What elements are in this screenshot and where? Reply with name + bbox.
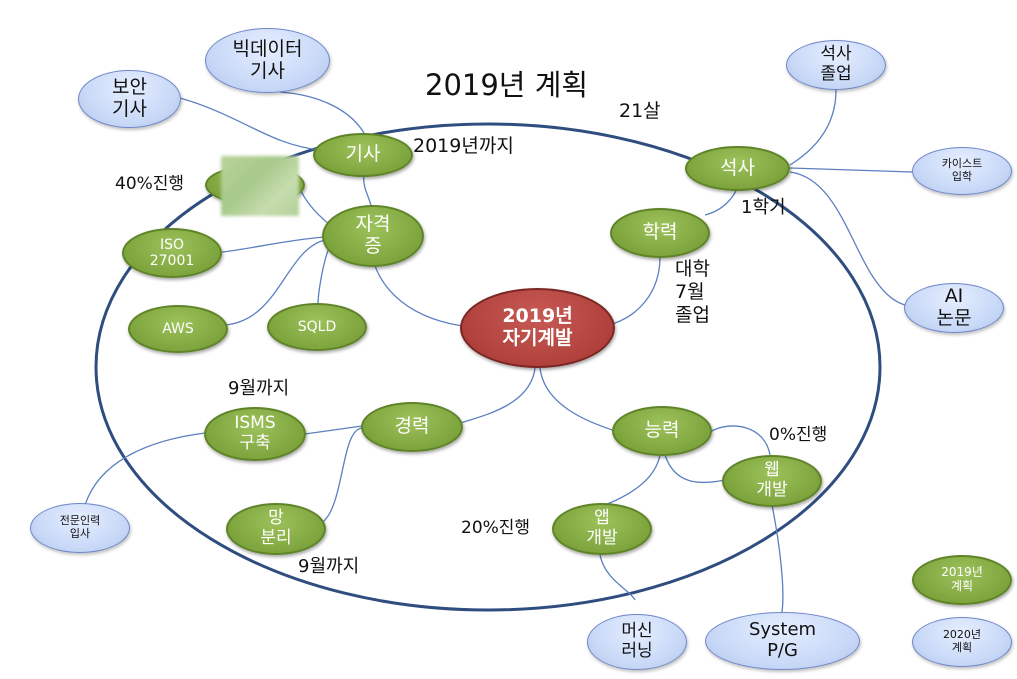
plan-ring (94, 122, 882, 612)
legend-plan-2020: 2020년 계획 (912, 617, 1012, 667)
node-security[interactable]: 보안 기사 (78, 70, 181, 128)
link-masters-ai (789, 171, 906, 306)
link-certificate-sqld (317, 244, 331, 306)
node-gisa[interactable]: 기사 (313, 133, 413, 177)
link-web-syspg (771, 504, 784, 613)
label-by-2019: 2019년까지 (413, 135, 514, 157)
plan-title: 2019년 계획 (425, 68, 589, 102)
node-sqld[interactable]: SQLD (267, 303, 367, 351)
label-until-september-isms: 9월까지 (228, 378, 290, 399)
link-ability-web (664, 454, 726, 484)
node-certificate[interactable]: 자격 증 (322, 205, 424, 267)
node-aws[interactable]: AWS (128, 305, 228, 353)
node-master-grad[interactable]: 석사 졸업 (786, 40, 886, 90)
node-syspg[interactable]: System P/G (705, 612, 860, 670)
link-masters-kaist (789, 167, 913, 173)
legend-plan-2019: 2019년 계획 (912, 555, 1012, 605)
link-gisa-security (179, 97, 321, 151)
label-university-graduation: 대학 7월 졸업 (675, 258, 710, 326)
link-center-ability (539, 367, 613, 431)
node-network[interactable]: 망 분리 (226, 503, 326, 555)
link-certificate-blurred (297, 184, 331, 226)
link-masters-master-grad (789, 89, 837, 166)
link-career-isms (304, 425, 363, 435)
link-ability-app (604, 454, 661, 506)
node-isms[interactable]: ISMS 구축 (204, 407, 306, 461)
label-until-september-network: 9월까지 (298, 556, 360, 577)
node-expert[interactable]: 전문인력 입사 (30, 503, 130, 553)
link-ability-web-loop (709, 425, 771, 456)
node-masters[interactable]: 석사 (685, 146, 790, 191)
link-certificate-iso (221, 236, 326, 253)
label-progress-40: 40%진행 (115, 174, 185, 194)
redacted-patch (221, 156, 299, 216)
link-career-network (319, 427, 363, 525)
link-app-ml (599, 554, 636, 601)
node-iso[interactable]: ISO 27001 (122, 228, 222, 278)
node-web[interactable]: 웹 개발 (722, 455, 822, 507)
link-isms-expert (84, 432, 206, 506)
label-semester: 1학기 (741, 197, 786, 218)
label-progress-20: 20%진행 (461, 518, 531, 538)
node-ml[interactable]: 머신 러닝 (587, 614, 687, 670)
node-ai-paper[interactable]: AI 논문 (904, 283, 1004, 333)
link-center-career (454, 367, 536, 426)
label-progress-0: 0%진행 (769, 425, 828, 445)
node-education[interactable]: 학력 (610, 208, 710, 258)
link-center-certificate (371, 255, 471, 328)
node-career[interactable]: 경력 (361, 402, 463, 452)
node-app[interactable]: 앱 개발 (552, 503, 652, 555)
node-bigdata[interactable]: 빅데이터 기사 (205, 28, 330, 93)
center-node[interactable]: 2019년 자기계발 (460, 288, 615, 368)
node-ability[interactable]: 능력 (612, 406, 712, 456)
label-age-21: 21살 (619, 100, 661, 122)
link-certificate-aws (224, 239, 326, 326)
node-kaist[interactable]: 카이스트 입학 (912, 147, 1012, 195)
link-gisa-bigdata (279, 91, 365, 134)
